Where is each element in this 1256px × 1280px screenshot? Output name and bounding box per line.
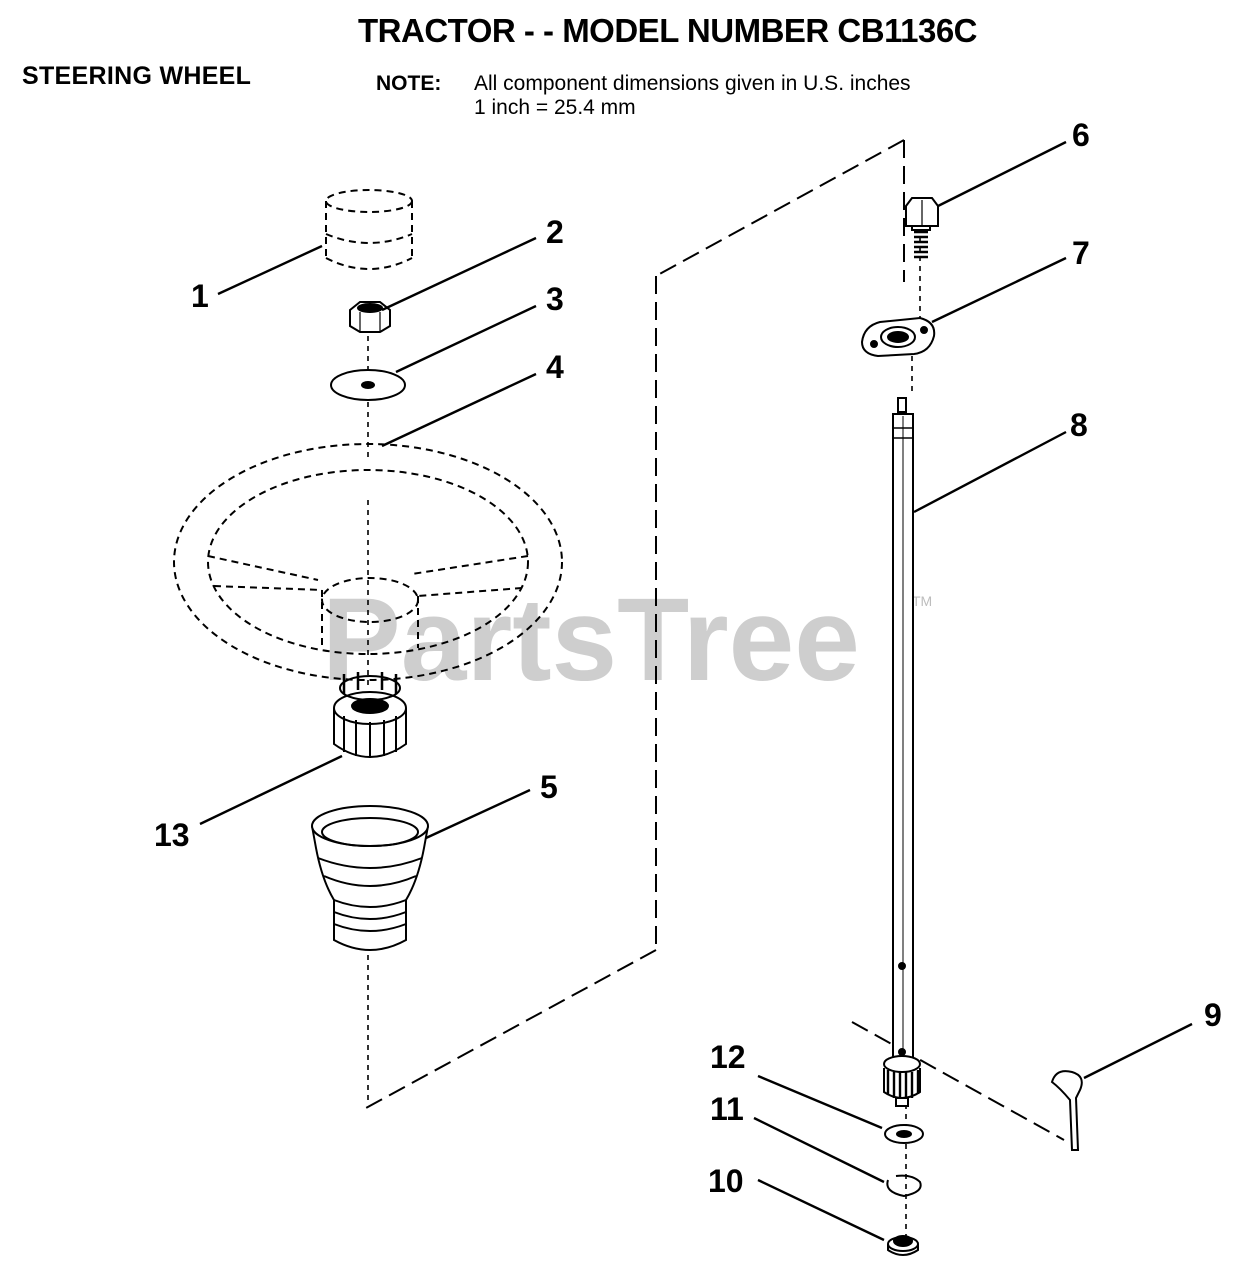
callout-12: 12	[710, 1039, 746, 1075]
callout-2: 2	[546, 214, 564, 250]
leader-lines	[199, 140, 1193, 1242]
retaining-ring-part	[886, 1174, 922, 1198]
steering-shaft-part	[892, 397, 914, 1061]
watermark-trademark: TM	[912, 593, 932, 609]
callout-5: 5	[540, 769, 558, 805]
callout-4: 4	[546, 349, 564, 385]
shaft-washer-part	[884, 1124, 924, 1144]
note-label: NOTE:	[376, 72, 442, 95]
watermark-text: PartsTree	[322, 574, 860, 706]
callout-9: 9	[1204, 997, 1222, 1033]
note-conversion: 1 inch = 25.4 mm	[474, 96, 636, 119]
section-title: STEERING WHEEL	[22, 62, 252, 90]
callout-6: 6	[1072, 117, 1090, 153]
shaft-end-cap-part	[887, 1235, 919, 1256]
flange-bearing-part	[860, 316, 936, 358]
callout-numbers: 1 2 3 4 5 6 7 8 9 10 11 12 13	[154, 117, 1222, 1199]
callout-3: 3	[546, 281, 564, 317]
callout-13: 13	[154, 817, 190, 853]
callout-11: 11	[710, 1091, 744, 1127]
pinion-gear-part	[883, 1055, 921, 1107]
callout-1: 1	[191, 278, 209, 314]
spline-adapter-part	[333, 672, 407, 758]
note-dimensions: All component dimensions given in U.S. i…	[474, 72, 911, 95]
steering-cap-part	[325, 189, 413, 270]
steering-wheel-part	[173, 443, 563, 681]
hex-nut-part	[349, 301, 391, 333]
callout-10: 10	[708, 1163, 744, 1199]
callout-7: 7	[1072, 235, 1090, 271]
steering-column-boot-part	[311, 805, 429, 951]
hex-bolt-part	[905, 197, 939, 259]
washer-part	[330, 369, 406, 401]
dashed-panel-outline	[365, 139, 1065, 1141]
page-title: TRACTOR - - MODEL NUMBER CB1136C	[358, 12, 978, 49]
key-clip-part	[1050, 1070, 1083, 1151]
callout-8: 8	[1070, 407, 1088, 443]
